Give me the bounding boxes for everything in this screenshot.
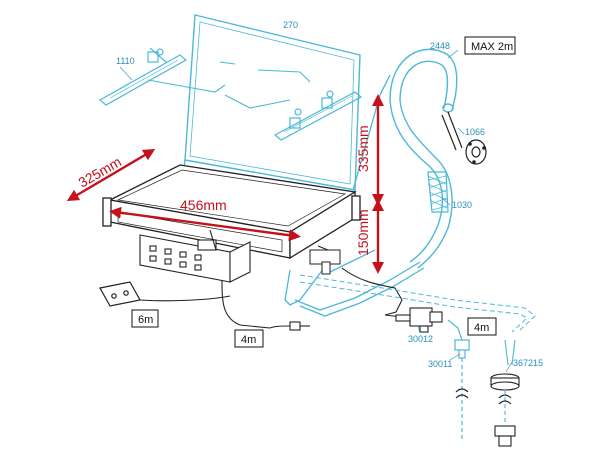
width-dimension-line xyxy=(109,206,301,242)
part-number-hood: 270 xyxy=(283,20,298,30)
part-number-valve: 30012 xyxy=(408,334,433,344)
braided-hose-section xyxy=(427,171,449,213)
max-length-label: MAX 2m xyxy=(471,41,513,53)
part-number-tap-connector: 30011 xyxy=(428,359,452,369)
lid-handle-left xyxy=(98,47,188,106)
part-number-braided-hose: 1030 xyxy=(452,200,472,210)
width-dimension-label: 456mm xyxy=(180,197,227,213)
part-number-flange: 1066 xyxy=(465,127,485,137)
cable-length-box: 6m xyxy=(131,309,159,328)
part-number-tank-cap: 367215 xyxy=(513,358,543,368)
tank-cap xyxy=(490,339,520,447)
lid-handle-right xyxy=(273,90,363,141)
body-height-dimension-label: 150mm xyxy=(355,209,371,256)
gas-line-dashed xyxy=(299,274,536,333)
max-length-box: MAX 2m xyxy=(464,36,516,55)
burner-valve-assembly xyxy=(309,245,341,275)
part-number-left-handle: 1110 xyxy=(116,56,135,66)
gas-hose xyxy=(389,48,458,269)
remote-control xyxy=(99,281,141,307)
cables xyxy=(139,267,411,331)
part-number-hose: 2448 xyxy=(430,41,450,51)
cable-length-label: 6m xyxy=(138,314,153,326)
leader-lines xyxy=(119,49,513,373)
hose-flange xyxy=(441,111,487,165)
dimension-lines xyxy=(66,94,384,274)
pipe-length-box: 4m xyxy=(467,317,497,336)
tap-connector xyxy=(447,319,470,440)
hood-height-dimension-label: 335mm xyxy=(355,125,371,172)
gas-valve-fitting xyxy=(395,307,443,333)
wire-length-label: 4m xyxy=(241,334,256,346)
warming-rack-wires xyxy=(147,61,311,109)
depth-dimension-line xyxy=(66,148,156,202)
wire-length-box: 4m xyxy=(234,329,264,348)
pipe-length-label: 4m xyxy=(474,322,489,334)
